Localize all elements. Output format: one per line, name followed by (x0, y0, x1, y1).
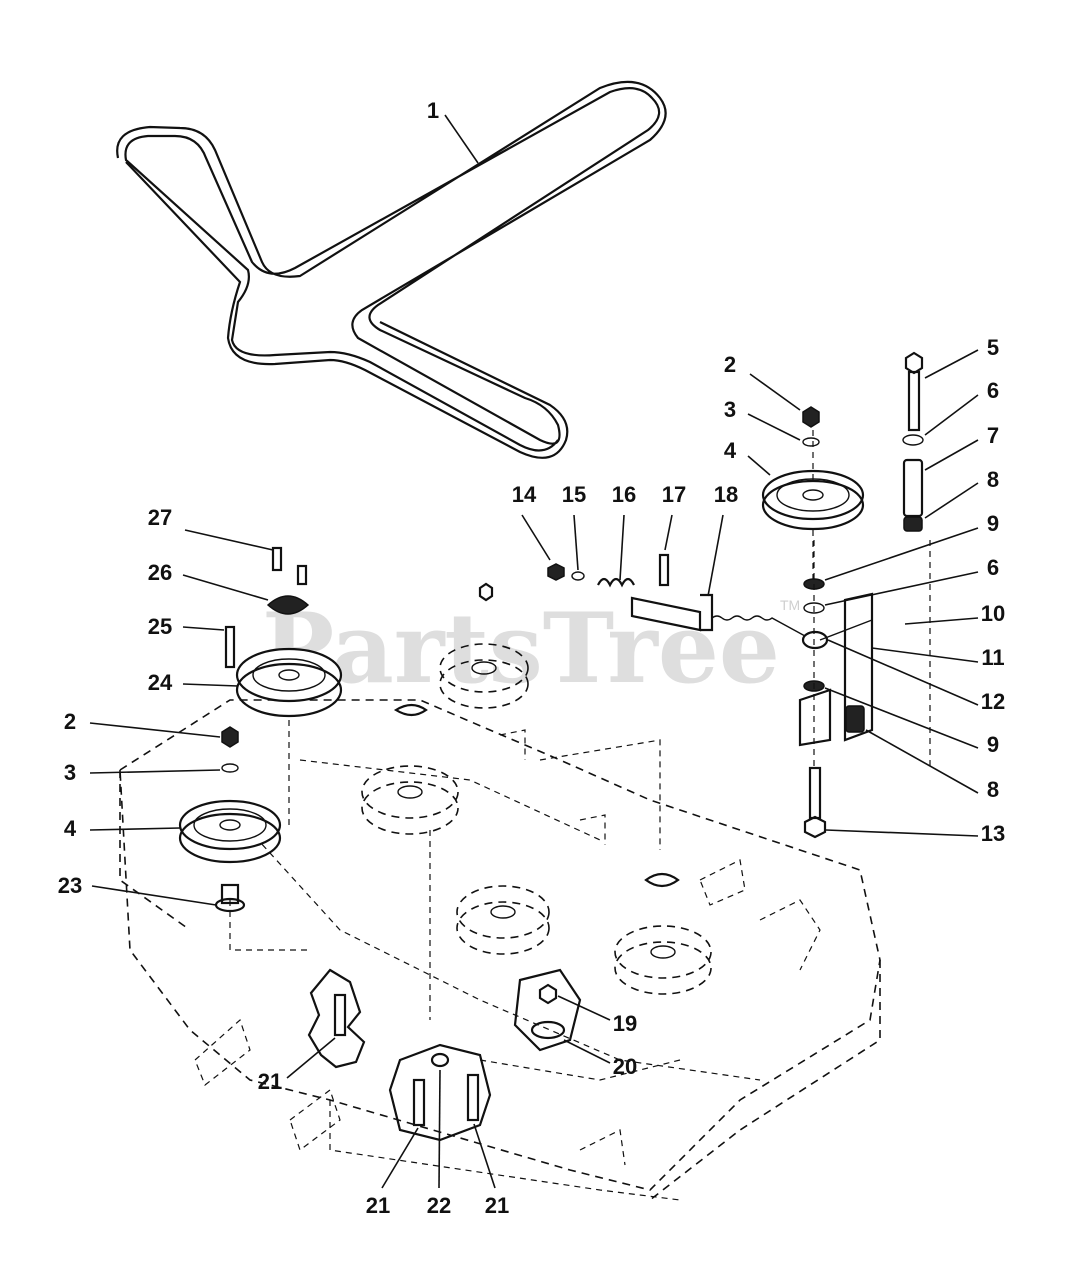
callout-13: 13 (981, 821, 1005, 846)
callout-14: 14 (512, 482, 537, 507)
blade-left (307, 968, 366, 1069)
callout-1: 1 (427, 98, 439, 123)
callout-25: 25 (148, 614, 172, 639)
callout-16: 16 (612, 482, 636, 507)
callout-19: 19 (613, 1011, 637, 1036)
callout-21: 21 (485, 1193, 509, 1218)
callout-23: 23 (58, 873, 82, 898)
callout-12: 12 (981, 689, 1005, 714)
idler-pulley-right (761, 406, 865, 580)
watermark-text: PartsTree (262, 592, 780, 705)
callout-10: 10 (981, 601, 1005, 626)
callout-22: 22 (427, 1193, 451, 1218)
drive-belt (116, 80, 667, 459)
callout-15: 15 (562, 482, 586, 507)
callout-2: 2 (724, 352, 736, 377)
blade-center (388, 1043, 492, 1142)
blade-right (513, 968, 582, 1052)
drive-pulley-left (224, 546, 343, 830)
callout-6: 6 (987, 378, 999, 403)
idler-arm-assembly (798, 351, 931, 839)
watermark-trademark: TM (780, 597, 800, 613)
callout-4: 4 (64, 816, 77, 841)
callout-3: 3 (64, 760, 76, 785)
callout-9: 9 (987, 511, 999, 536)
spindle-pulley-3 (456, 885, 550, 955)
callout-3: 3 (724, 397, 736, 422)
callout-9: 9 (987, 732, 999, 757)
callout-20: 20 (613, 1054, 637, 1079)
callout-18: 18 (714, 482, 738, 507)
callout-4: 4 (724, 438, 737, 463)
callout-24: 24 (148, 670, 173, 695)
callout-17: 17 (662, 482, 686, 507)
callout-27: 27 (148, 505, 172, 530)
callout-2: 2 (64, 709, 76, 734)
callout-5: 5 (987, 335, 999, 360)
tension-spring-assembly (547, 553, 829, 650)
spindle-pulley-1 (439, 582, 529, 709)
callout-11: 11 (981, 645, 1004, 670)
callout-8: 8 (987, 467, 999, 492)
spindle-pulley-4 (614, 872, 712, 995)
callout-leaders (89, 114, 979, 1189)
callout-21: 21 (366, 1193, 390, 1218)
callout-21: 21 (258, 1069, 282, 1094)
callout-26: 26 (148, 560, 172, 585)
callout-7: 7 (987, 423, 999, 448)
idler-pulley-left (178, 726, 282, 913)
spindle-pulley-2 (361, 703, 459, 835)
mower-deck (119, 699, 881, 1201)
callout-labels: 1 2 3 4 5 6 7 8 9 6 10 11 12 9 8 13 14 1… (58, 98, 1005, 1218)
callout-6: 6 (987, 555, 999, 580)
callout-8: 8 (987, 777, 999, 802)
